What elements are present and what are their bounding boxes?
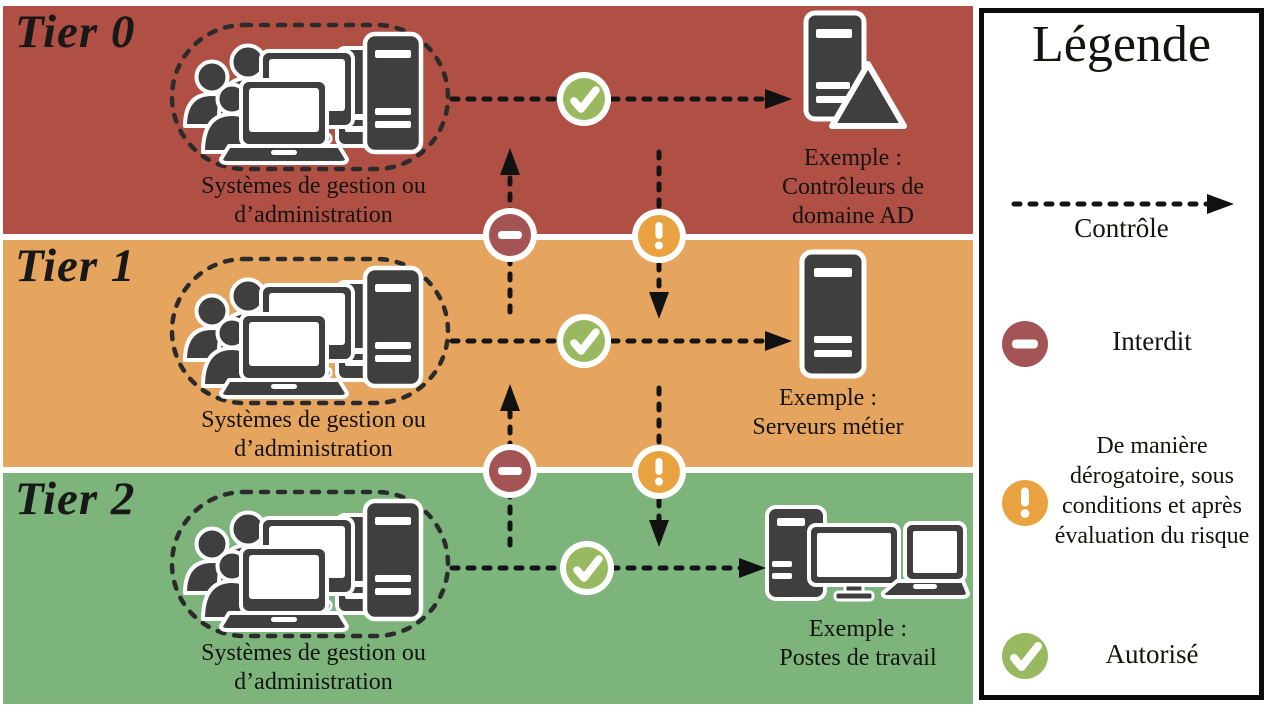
- tier-0-example-label: Exemple :: [804, 145, 902, 171]
- workstations-icon: [765, 505, 970, 602]
- legend-panel: Légende Contrôle Interdit De manière dér…: [979, 8, 1264, 700]
- tier-1-example: Exemple : Serveurs métier: [752, 248, 904, 440]
- legend-conditional-label: De manière dérogatoire, sous conditions …: [1054, 433, 1250, 549]
- tier-2-cluster-caption: Systèmes de gestion ou d’administration: [201, 640, 426, 695]
- legend-forbidden-label: Interdit: [1112, 326, 1192, 356]
- legend-control-label: Contrôle: [1074, 213, 1169, 243]
- legend-allowed-label: Autorisé: [1105, 639, 1199, 669]
- tier-2-example: Exemple : Postes de travail: [763, 503, 971, 671]
- tier-2-example-label: Exemple :: [809, 616, 907, 642]
- laptop-icon: [219, 78, 349, 165]
- domain-controller-server-icon: [803, 10, 907, 129]
- legend-title: Légende: [1031, 16, 1211, 73]
- allowed-icon: [1002, 633, 1048, 679]
- tier-1-band: Tier 1: [3, 240, 973, 467]
- tier-2-example-value: Postes de travail: [779, 645, 937, 671]
- tier-0-band: Tier 0: [3, 6, 973, 234]
- admin-users-devices-icon: [169, 489, 451, 639]
- tier-1-admin-systems-group: [169, 256, 451, 406]
- tier-0-example-value: Contrôleurs de domaine AD: [782, 174, 924, 229]
- tier-0-admin-systems-group: [169, 22, 451, 172]
- tier-1-example-label: Exemple :: [779, 385, 877, 411]
- tier-2-band: Tier 2: [3, 473, 973, 704]
- tier-1-cluster-caption: Systèmes de gestion ou d’administration: [201, 407, 426, 462]
- tier-0-title: Tier 0: [15, 6, 136, 58]
- tier-1-example-value: Serveurs métier: [752, 414, 904, 440]
- control-arrow-icon: [1011, 194, 1234, 214]
- forbidden-icon: [1002, 321, 1048, 367]
- tier-1-title: Tier 1: [15, 240, 136, 292]
- tier-2-admin-systems-group: [169, 489, 451, 639]
- server-tower-front-icon: [362, 31, 424, 155]
- business-server-icon: [799, 249, 867, 379]
- tier-0-cluster-caption: Systèmes de gestion ou d’administration: [201, 173, 426, 228]
- laptop-icon: [880, 521, 970, 599]
- group-boundary-dashed: [169, 22, 451, 172]
- admin-users-devices-icon: [169, 256, 451, 406]
- ad-triangle-icon: [829, 61, 907, 129]
- tier-0-example: Exemple : Contrôleurs de domaine AD: [782, 10, 924, 229]
- admin-users-devices-icon: [169, 22, 451, 172]
- conditional-icon: [1002, 480, 1048, 526]
- tier-2-title: Tier 2: [15, 473, 136, 525]
- monitor-icon: [807, 523, 901, 602]
